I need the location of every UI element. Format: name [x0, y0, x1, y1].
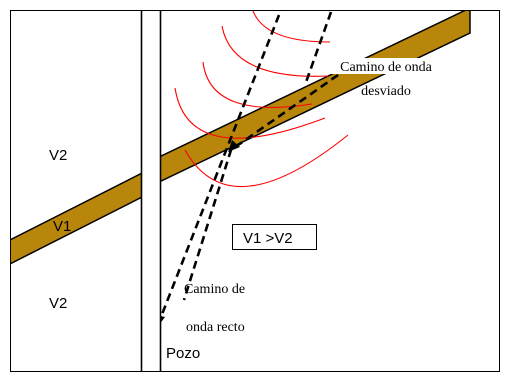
wavefront-3: [202, 61, 313, 108]
layer-band-left: [10, 172, 141, 265]
wavefront-4: [174, 87, 326, 139]
layer-band-right: [160, 10, 471, 183]
straight-wave-path: [160, 14, 281, 323]
well-label: Pozo: [166, 345, 200, 362]
velocity-relation-box: [232, 224, 317, 250]
deviated-path-label-line2: desviado: [361, 84, 411, 99]
outer-border: [10, 10, 500, 372]
layer-velocity-label: V1: [53, 218, 71, 235]
frame: [10, 10, 500, 372]
deviated-wave-path-upper: [303, 11, 333, 86]
deviated-path-label-line1: Camino de onda: [340, 60, 433, 75]
velocity-relation-label: V1 >V2: [243, 230, 293, 247]
lower-left-velocity-label: V2: [49, 295, 67, 312]
deviated-label-background: [322, 58, 450, 74]
straight-path-label-line1: Camino de: [184, 282, 245, 297]
deviated-path-arrowhead: [228, 140, 240, 152]
upper-left-velocity-label: V2: [49, 147, 67, 164]
wavefront-1: [252, 10, 331, 43]
straight-path-label-line2: onda recto: [186, 320, 245, 335]
wavefront-5: [184, 134, 349, 188]
